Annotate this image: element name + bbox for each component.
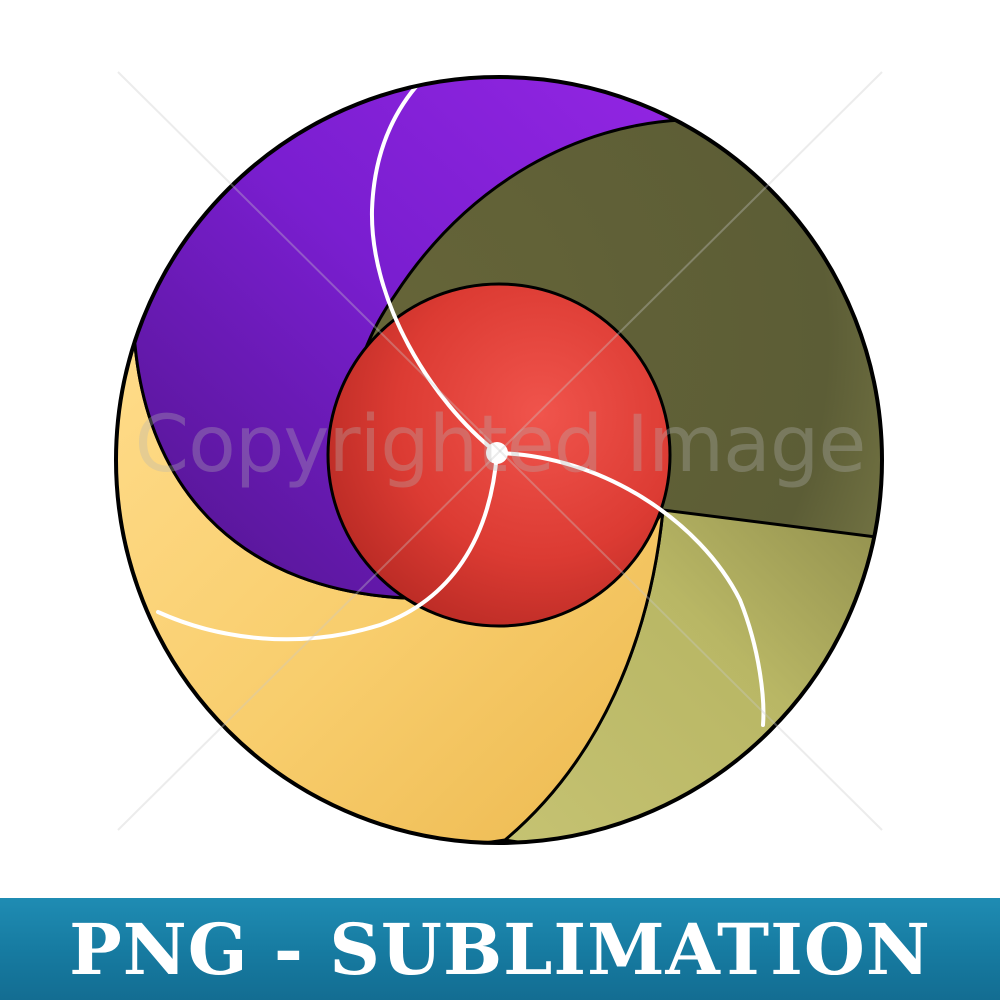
outer-circle-outline bbox=[114, 75, 884, 845]
bottom-banner: PNG - SUBLIMATION bbox=[0, 898, 1000, 1000]
white-spiral-lines bbox=[156, 80, 766, 727]
spiral-circle-artwork bbox=[114, 75, 884, 845]
center-dot bbox=[486, 442, 508, 464]
banner-title: PNG - SUBLIMATION bbox=[69, 907, 931, 991]
